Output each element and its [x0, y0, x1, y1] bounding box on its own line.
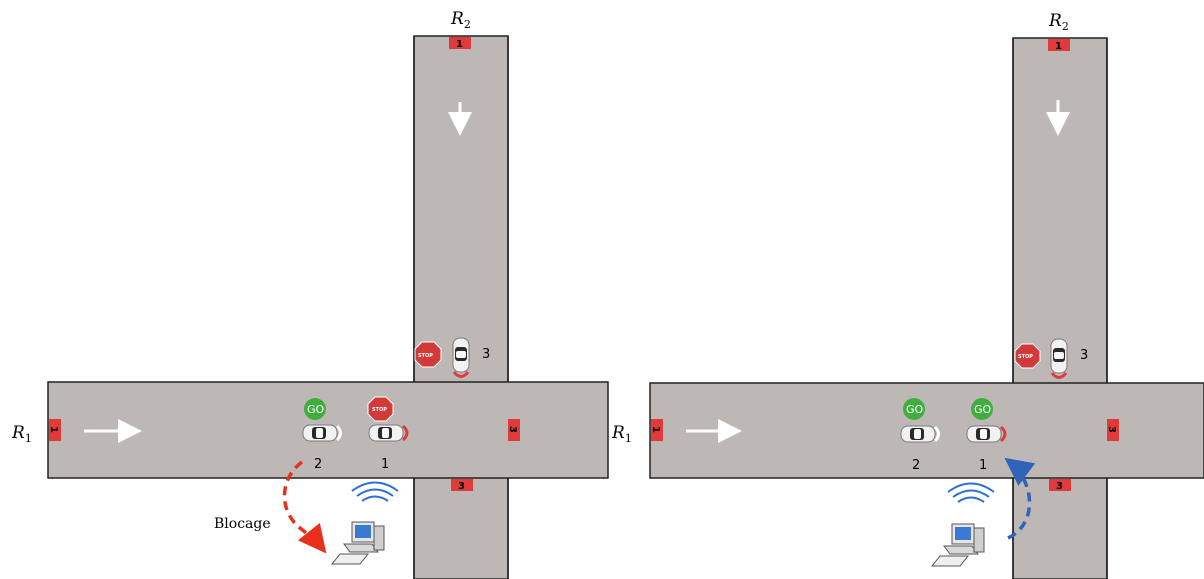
blockage-label: Blocage: [214, 516, 271, 532]
svg-text:GO: GO: [974, 403, 992, 416]
road-label-r2-right: R2: [1048, 11, 1069, 33]
stop-sign-car3-left: STOP: [414, 341, 442, 368]
svg-text:STOP: STOP: [1018, 354, 1033, 360]
computer-icon-left: [331, 521, 385, 565]
road-label-r1-left: R1: [11, 423, 32, 445]
road-r2-right: [1012, 37, 1108, 579]
svg-text:1: 1: [1055, 41, 1062, 52]
road-label-r2-left: R2: [450, 9, 471, 31]
marker-left-left: 1: [48, 419, 61, 441]
svg-text:STOP: STOP: [418, 353, 433, 359]
stop-sign-car1-left: STOP: [367, 396, 394, 422]
wifi-icon-left: [351, 481, 399, 502]
svg-text:1: 1: [650, 426, 661, 433]
marker-top-right: 1: [1048, 39, 1070, 52]
car-2-left: [302, 424, 342, 442]
car-number-1-right: 1: [979, 458, 987, 473]
wifi-icon-right: [947, 482, 995, 503]
marker-bottom-left: 3: [451, 479, 473, 492]
car-2-right: [900, 425, 940, 443]
car-number-1-left: 1: [381, 457, 389, 472]
car-number-3-left: 3: [482, 347, 490, 362]
go-sign-car2-left: GO: [304, 398, 326, 420]
car-number-2-right: 2: [912, 458, 920, 473]
car-3-left: [452, 337, 470, 378]
road-label-r1-right: R1: [611, 423, 632, 445]
road-r1-right: [649, 38, 1204, 579]
car-1-left: [368, 424, 409, 442]
car-number-3-right: 3: [1080, 348, 1088, 363]
svg-text:STOP: STOP: [372, 407, 387, 413]
marker-right-right: 3: [1106, 419, 1119, 441]
svg-text:GO: GO: [906, 403, 924, 416]
go-sign-car2-right: GO: [903, 398, 925, 420]
svg-text:R1: R1: [611, 423, 632, 445]
svg-text:R2: R2: [450, 9, 471, 31]
right-panel: R2 R1 1 1 3 3: [611, 11, 1204, 579]
blockage-arrow: [282, 460, 327, 554]
svg-text:3: 3: [458, 481, 465, 492]
signal-arrow: [1004, 457, 1036, 540]
svg-text:1: 1: [48, 426, 59, 433]
marker-bottom-right: 3: [1049, 479, 1071, 492]
left-panel: R2 R1 1 1 3 3: [11, 9, 609, 579]
svg-text:R2: R2: [1048, 11, 1069, 33]
car-number-2-left: 2: [314, 457, 322, 472]
marker-top-left: 1: [449, 37, 471, 50]
svg-text:1: 1: [456, 39, 463, 50]
car-3-right: [1050, 338, 1068, 379]
marker-right-left: 3: [507, 419, 520, 441]
road-r1-left: [47, 36, 609, 579]
marker-left-right: 1: [650, 419, 663, 441]
svg-text:3: 3: [507, 426, 518, 433]
svg-text:3: 3: [1106, 426, 1117, 433]
car-1-right: [966, 425, 1007, 443]
svg-text:3: 3: [1056, 481, 1063, 492]
computer-icon-right: [931, 523, 985, 567]
svg-text:R1: R1: [11, 423, 32, 445]
svg-text:GO: GO: [307, 403, 325, 416]
go-sign-car1-right: GO: [971, 398, 993, 420]
stop-sign-car3-right: STOP: [1014, 343, 1041, 369]
